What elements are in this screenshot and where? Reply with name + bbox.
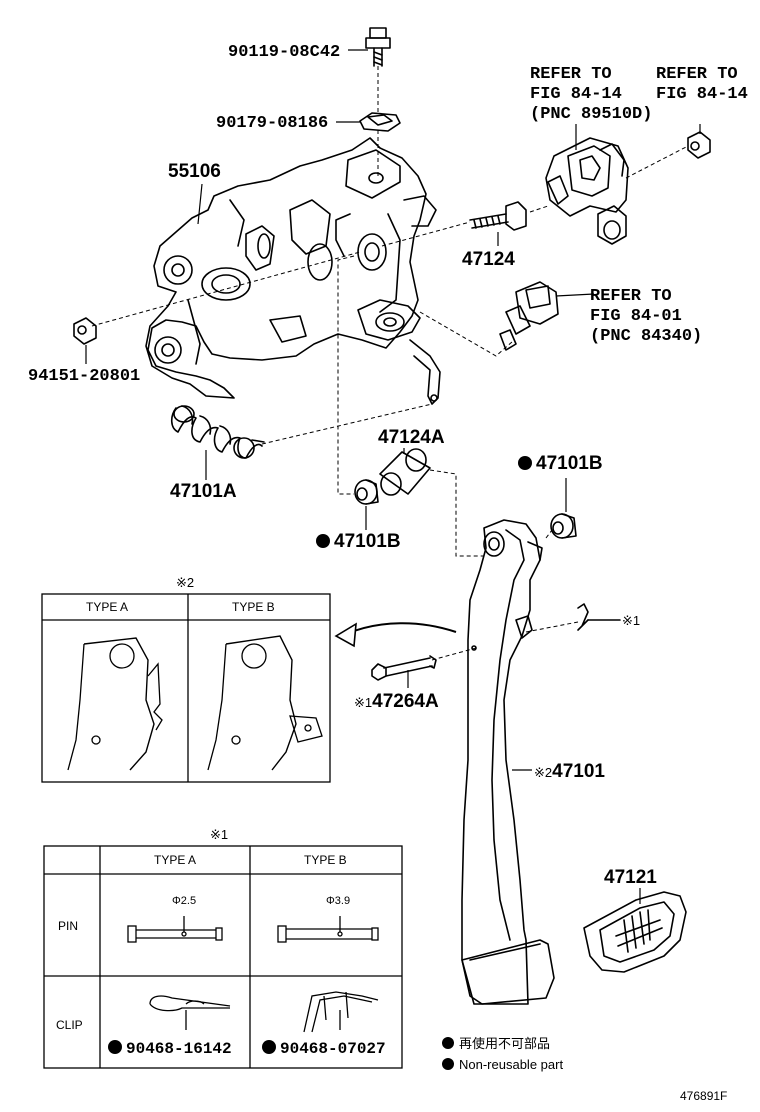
ref-89510D-line1: REFER TO bbox=[530, 65, 612, 84]
ref-84340-line2: FIG 84-01 bbox=[590, 307, 682, 326]
pin-b-diameter: Φ3.9 bbox=[326, 895, 351, 907]
ref-89510D-line2: FIG 84-14 bbox=[530, 85, 622, 104]
clip-mark1 bbox=[577, 603, 621, 631]
bushing-47101B-left bbox=[354, 479, 379, 505]
pin-47264A bbox=[371, 645, 477, 681]
label-47101[interactable]: ※247101 bbox=[534, 761, 605, 782]
pin-type-b-drawing bbox=[277, 916, 379, 943]
table-mark: ※1 bbox=[210, 827, 229, 842]
ref-89510D-line3: (PNC 89510D) bbox=[530, 105, 653, 124]
label-94151-20801[interactable]: 94151-20801 bbox=[28, 367, 141, 386]
type-box-mark: ※2 bbox=[176, 575, 195, 590]
bushing-47101B-right bbox=[550, 513, 577, 539]
ref-84340-line1: REFER TO bbox=[590, 287, 672, 306]
nut-90179 bbox=[359, 112, 401, 132]
table-col-type-b: TYPE B bbox=[304, 853, 347, 867]
type-box-type-a: TYPE A bbox=[86, 600, 129, 614]
nut-ref-84-14 bbox=[687, 131, 711, 159]
collar-47124A bbox=[379, 448, 431, 496]
pin-type-a-drawing bbox=[127, 916, 223, 943]
label-47264A[interactable]: ※147264A bbox=[354, 691, 439, 712]
pin-clip-table bbox=[43, 845, 403, 1069]
clip-mark-label: ※1 bbox=[622, 613, 641, 628]
label-47101A[interactable]: 47101A bbox=[170, 481, 237, 502]
table-col-type-a: TYPE A bbox=[154, 853, 197, 867]
label-55106[interactable]: 55106 bbox=[168, 161, 221, 182]
label-47124[interactable]: 47124 bbox=[462, 249, 515, 270]
label-47121[interactable]: 47121 bbox=[604, 867, 657, 888]
type-box-type-b: TYPE B bbox=[232, 600, 275, 614]
label-47101B-left[interactable]: 47101B bbox=[316, 532, 401, 551]
clip-a-part-number[interactable]: 90468-16142 bbox=[108, 1040, 232, 1057]
bolt-90119 bbox=[365, 27, 391, 67]
bolt-47124 bbox=[469, 201, 527, 231]
stop-lamp-switch-84340 bbox=[499, 281, 559, 351]
non-reusable-dot-icon bbox=[316, 534, 330, 548]
clip-type-b-drawing bbox=[303, 991, 379, 1033]
ref-84-14-line1: REFER TO bbox=[656, 65, 738, 84]
pedal-arm-47101 bbox=[461, 519, 555, 1005]
spring-47101A bbox=[170, 405, 265, 459]
type-arrow bbox=[334, 622, 457, 648]
non-reusable-dot-icon bbox=[518, 456, 532, 470]
label-90119-08C42[interactable]: 90119-08C42 bbox=[228, 43, 341, 62]
label-47124A[interactable]: 47124A bbox=[378, 427, 445, 448]
drawing-number: 476891F bbox=[680, 1089, 728, 1103]
ref-84-14-line2: FIG 84-14 bbox=[656, 85, 748, 104]
bracket-55106 bbox=[145, 137, 441, 405]
pin-a-diameter: Φ2.5 bbox=[172, 895, 197, 907]
legend-jp: 再使用不可部品 bbox=[442, 1037, 550, 1050]
non-reusable-dot-icon bbox=[262, 1040, 276, 1054]
nut-94151 bbox=[73, 317, 97, 345]
legend-en: Non-reusable part bbox=[442, 1058, 563, 1071]
switch-89510D bbox=[545, 137, 629, 245]
label-90179-08186[interactable]: 90179-08186 bbox=[216, 114, 329, 133]
table-row-clip: CLIP bbox=[56, 1018, 83, 1032]
clip-type-a-drawing bbox=[149, 995, 231, 1030]
pedal-pad-47121 bbox=[583, 891, 687, 973]
non-reusable-dot-icon bbox=[442, 1058, 454, 1070]
clip-b-part-number[interactable]: 90468-07027 bbox=[262, 1040, 386, 1057]
table-row-pin: PIN bbox=[58, 919, 79, 933]
label-47101B-top[interactable]: 47101B bbox=[518, 454, 603, 473]
ref-84340-line3: (PNC 84340) bbox=[590, 327, 703, 346]
non-reusable-dot-icon bbox=[108, 1040, 122, 1054]
type-box bbox=[41, 593, 331, 783]
non-reusable-dot-icon bbox=[442, 1037, 454, 1049]
